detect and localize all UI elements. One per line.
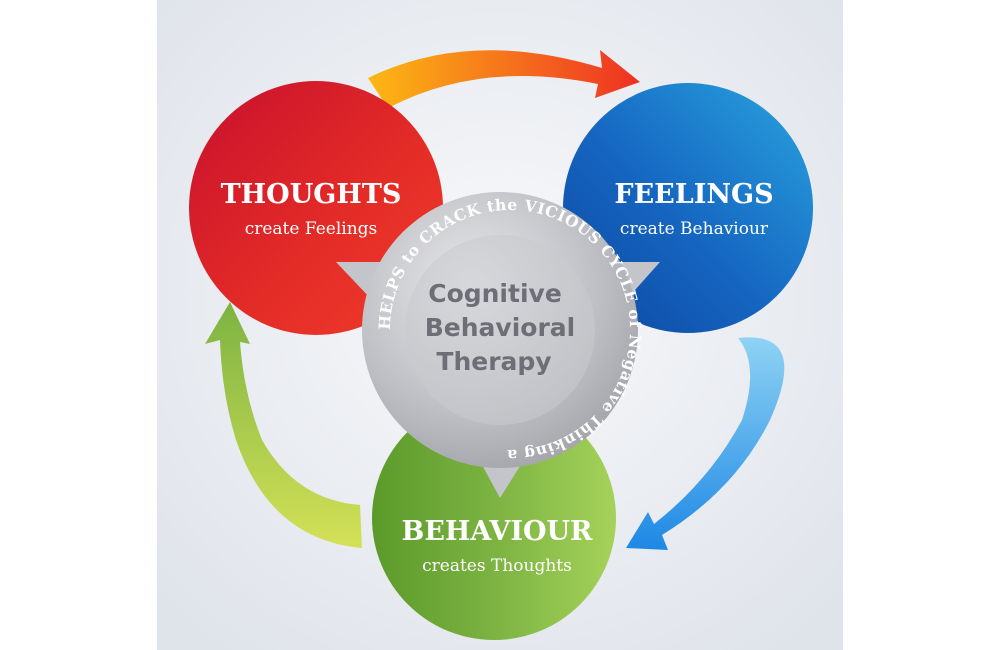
thoughts-subtitle: create Feelings bbox=[245, 219, 378, 239]
center-title-line1: Cognitive bbox=[428, 279, 562, 308]
arrow-behaviour-to-thoughts bbox=[205, 302, 362, 548]
center-inner-circle bbox=[405, 235, 595, 425]
behaviour-subtitle: creates Thoughts bbox=[422, 556, 572, 576]
behaviour-circle bbox=[372, 396, 616, 640]
arrow-thoughts-to-feelings bbox=[368, 50, 640, 108]
arrow-feelings-to-behaviour bbox=[626, 337, 785, 550]
center-title-line3: Therapy bbox=[436, 347, 551, 376]
behaviour-title: BEHAVIOUR bbox=[402, 516, 594, 547]
feelings-title: FEELINGS bbox=[614, 179, 773, 210]
feelings-subtitle: create Behaviour bbox=[620, 219, 769, 239]
center-title-line2: Behavioral bbox=[425, 313, 576, 342]
thoughts-title: THOUGHTS bbox=[221, 179, 402, 210]
